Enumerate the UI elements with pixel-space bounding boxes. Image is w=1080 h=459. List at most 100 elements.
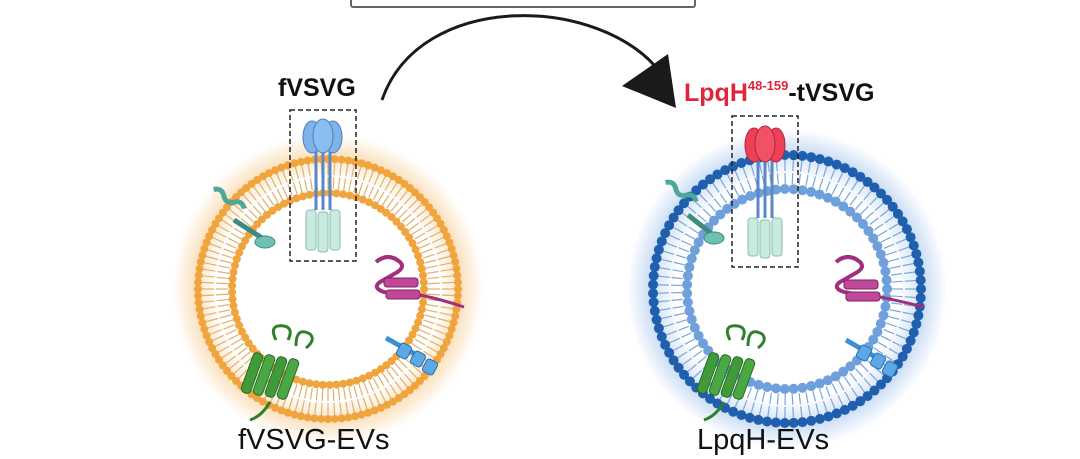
- lipid-head: [244, 339, 253, 348]
- lipid-head: [211, 220, 220, 228]
- lipid-head: [693, 330, 704, 341]
- lipid-head: [875, 318, 886, 329]
- lipid-head: [442, 337, 451, 346]
- lipid-head: [779, 383, 790, 394]
- lipid-head: [908, 327, 919, 338]
- lipid-head: [651, 253, 662, 264]
- lipid-head: [823, 156, 834, 167]
- lipid-head: [414, 318, 423, 327]
- lpqh-protein-icon: [731, 115, 799, 268]
- lipid-head: [417, 264, 426, 273]
- lipid-head: [253, 175, 262, 184]
- lipid-head: [449, 251, 458, 260]
- lipid-head: [405, 386, 414, 395]
- lipid-head: [905, 335, 916, 346]
- lpqh-tvsvg-label: LpqH48-159-tVSVG: [684, 78, 874, 108]
- lipid-head: [439, 344, 448, 353]
- lipid-head: [660, 228, 671, 239]
- lipid-head: [788, 417, 799, 428]
- lipid-head: [235, 321, 244, 330]
- lipid-head: [242, 183, 251, 192]
- lipid-head: [698, 338, 709, 349]
- lipid-head: [728, 406, 739, 417]
- lipid-head: [691, 185, 702, 196]
- lipid-head: [915, 275, 926, 286]
- lipid-head: [908, 240, 919, 251]
- lipid-head: [806, 186, 817, 197]
- lipid-head: [371, 368, 380, 377]
- lipid-head: [420, 285, 428, 293]
- lipid-head: [753, 379, 764, 390]
- lipid-head: [292, 194, 301, 203]
- lipid-head: [271, 166, 280, 175]
- lipid-head: [376, 204, 385, 213]
- lipid-head: [851, 212, 862, 223]
- lipid-head: [453, 271, 462, 280]
- lipid-head: [814, 154, 825, 165]
- lipid-head: [310, 414, 319, 423]
- lipid-head: [370, 163, 379, 172]
- lipid-head: [198, 318, 207, 327]
- lipid-head: [689, 322, 700, 333]
- fvsvg-label: fVSVG: [278, 74, 356, 102]
- lipid-head: [452, 305, 461, 314]
- lipid-head: [451, 312, 460, 321]
- lipid-head: [862, 176, 873, 187]
- lipid-head: [408, 330, 417, 339]
- lipid-head: [248, 344, 257, 353]
- lipid-head: [913, 310, 924, 321]
- lpqh-label-suffix: -tVSVG: [788, 79, 875, 107]
- lpqh-dashed-box: [731, 115, 799, 268]
- lipid-head: [198, 251, 207, 260]
- lipid-head: [445, 238, 454, 247]
- lipid-head: [436, 350, 445, 358]
- lipid-head: [649, 306, 660, 317]
- lipid-head: [218, 361, 227, 370]
- lipid-head: [689, 245, 700, 256]
- lipid-head: [916, 284, 926, 294]
- lipid-head: [682, 279, 693, 290]
- lipid-head: [855, 171, 866, 182]
- lipid-head: [305, 190, 314, 199]
- lipid-head: [318, 380, 327, 389]
- lipid-head: [668, 212, 679, 223]
- lipid-head: [449, 318, 458, 327]
- lipid-head: [715, 209, 726, 220]
- lipid-head: [195, 305, 204, 314]
- lipid-head: [679, 198, 690, 209]
- lipid-head: [296, 412, 305, 421]
- lipid-head: [869, 385, 880, 396]
- lipid-head: [744, 412, 755, 423]
- lipid-head: [911, 248, 922, 259]
- lipid-head: [651, 314, 662, 325]
- lipid-head: [880, 301, 891, 312]
- lipid-head: [357, 410, 366, 419]
- lipid-head: [664, 220, 675, 231]
- lipid-head: [814, 189, 825, 200]
- lipid-head: [332, 380, 341, 389]
- lipid-head: [325, 380, 334, 389]
- right-cyan-protein-icon: [844, 337, 899, 378]
- lpqh-label-superscript: 48-159: [747, 78, 789, 93]
- lipid-head: [229, 301, 238, 310]
- lipid-head: [433, 214, 442, 223]
- lipid-head: [668, 355, 679, 366]
- lipid-head: [414, 251, 423, 260]
- left-cyan-protein-icon: [384, 335, 439, 376]
- lipid-head: [797, 417, 808, 428]
- lipid-head: [880, 266, 891, 277]
- lipid-head: [345, 191, 354, 200]
- lipid-head: [831, 159, 842, 170]
- lipid-head: [394, 394, 403, 403]
- lipid-head: [332, 189, 341, 198]
- lipid-head: [720, 165, 731, 176]
- lipid-head: [429, 208, 438, 217]
- lipid-head: [411, 324, 420, 333]
- lipid-head: [878, 310, 889, 321]
- lipid-head: [358, 374, 367, 383]
- lipid-head: [364, 161, 373, 170]
- fvsvg-protein-icon: [289, 109, 357, 262]
- lipid-head: [673, 362, 684, 373]
- lipid-head: [211, 350, 220, 358]
- lipid-head: [788, 184, 799, 195]
